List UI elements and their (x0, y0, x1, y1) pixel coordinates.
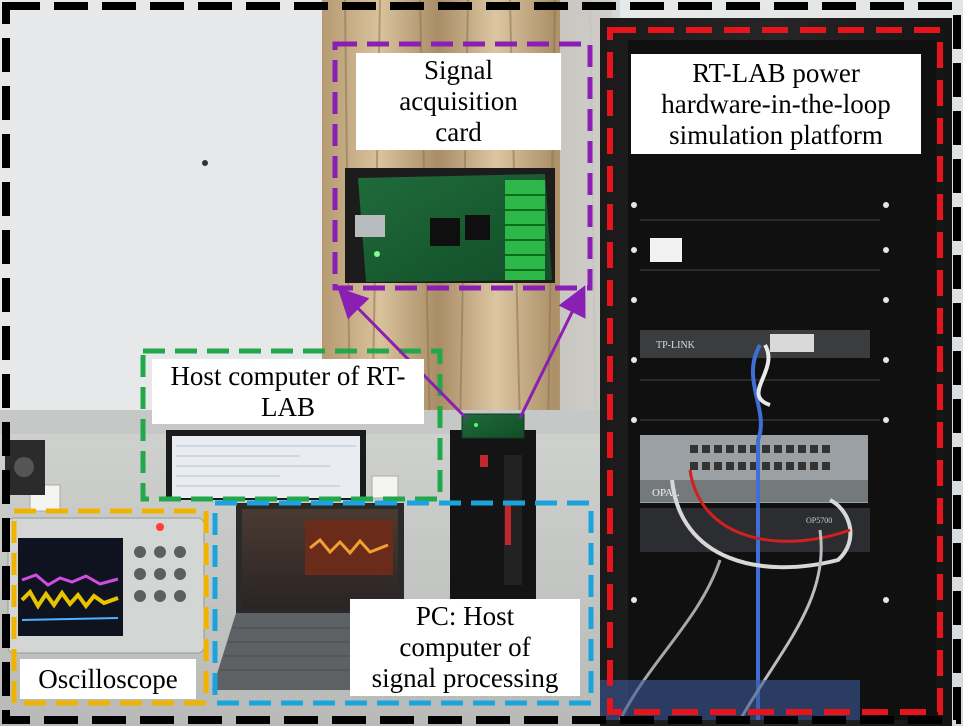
signal-card-box (332, 41, 593, 291)
oscilloscope-label: Oscilloscope (20, 659, 196, 699)
host-rtlab-label-line2: LAB (261, 391, 315, 422)
pc-host-label-line3: signal processing (371, 663, 559, 693)
rtlab-platform-label-line3: simulation platform (669, 119, 883, 150)
rtlab-box (607, 27, 943, 715)
switch-brand-text: TP-LINK (656, 340, 696, 351)
rtlab-platform-label-line1: RT-LAB power (692, 57, 860, 88)
oscilloscope-box (11, 508, 209, 706)
pc-host-label: PC: Host computer of signal processing (350, 599, 580, 696)
rtlab-platform-label: RT-LAB power hardware-in-the-loop simula… (631, 54, 921, 154)
rack-brand-text-2: OP5700 (806, 516, 832, 525)
signal-card-label-line3: card (435, 117, 482, 147)
arrow-to-card-right (518, 285, 586, 419)
arrow-to-card-left (337, 287, 468, 420)
host-rtlab-box (140, 348, 443, 502)
pc-host-label-line2: computer of (399, 632, 531, 662)
pc-host-label-line1: PC: Host (415, 601, 515, 631)
host-rtlab-label-line1: Host computer of RT- (170, 360, 406, 391)
signal-card-label-line2: acquisition (399, 86, 518, 116)
host-rtlab-label: Host computer of RT- LAB (152, 359, 424, 424)
signal-card-label-line1: Signal (423, 55, 493, 85)
signal-card-label: Signal acquisition card (356, 53, 561, 150)
rtlab-platform-label-line2: hardware-in-the-loop (661, 88, 891, 119)
oscilloscope-label-text: Oscilloscope (38, 663, 178, 694)
